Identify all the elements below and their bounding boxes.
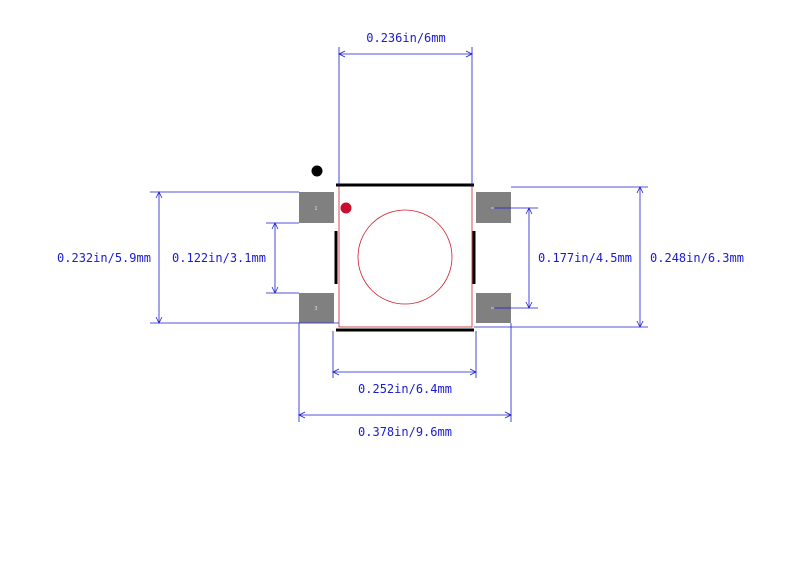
dim-pad-gap-right: 0.177in/4.5mm [538, 251, 632, 265]
dim-lead-span: 0.252in/6.4mm [358, 382, 452, 396]
dim-body-width: 0.236in/6mm [366, 31, 445, 45]
dim-overall-width: 0.378in/9.6mm [358, 425, 452, 439]
dim-body-height: 0.248in/6.3mm [650, 251, 744, 265]
actuator-circle [357, 209, 453, 305]
pad-1-label: 1 [314, 206, 317, 212]
pin1-dot-red [340, 202, 352, 214]
pin1-dot-black [311, 165, 323, 177]
pad-3-label: 3 [314, 306, 317, 312]
dim-pad-gap-left: 0.122in/3.1mm [172, 251, 266, 265]
dim-outer-height: 0.232in/5.9mm [57, 251, 151, 265]
pad-1 [299, 192, 334, 223]
pad-3 [299, 293, 334, 323]
